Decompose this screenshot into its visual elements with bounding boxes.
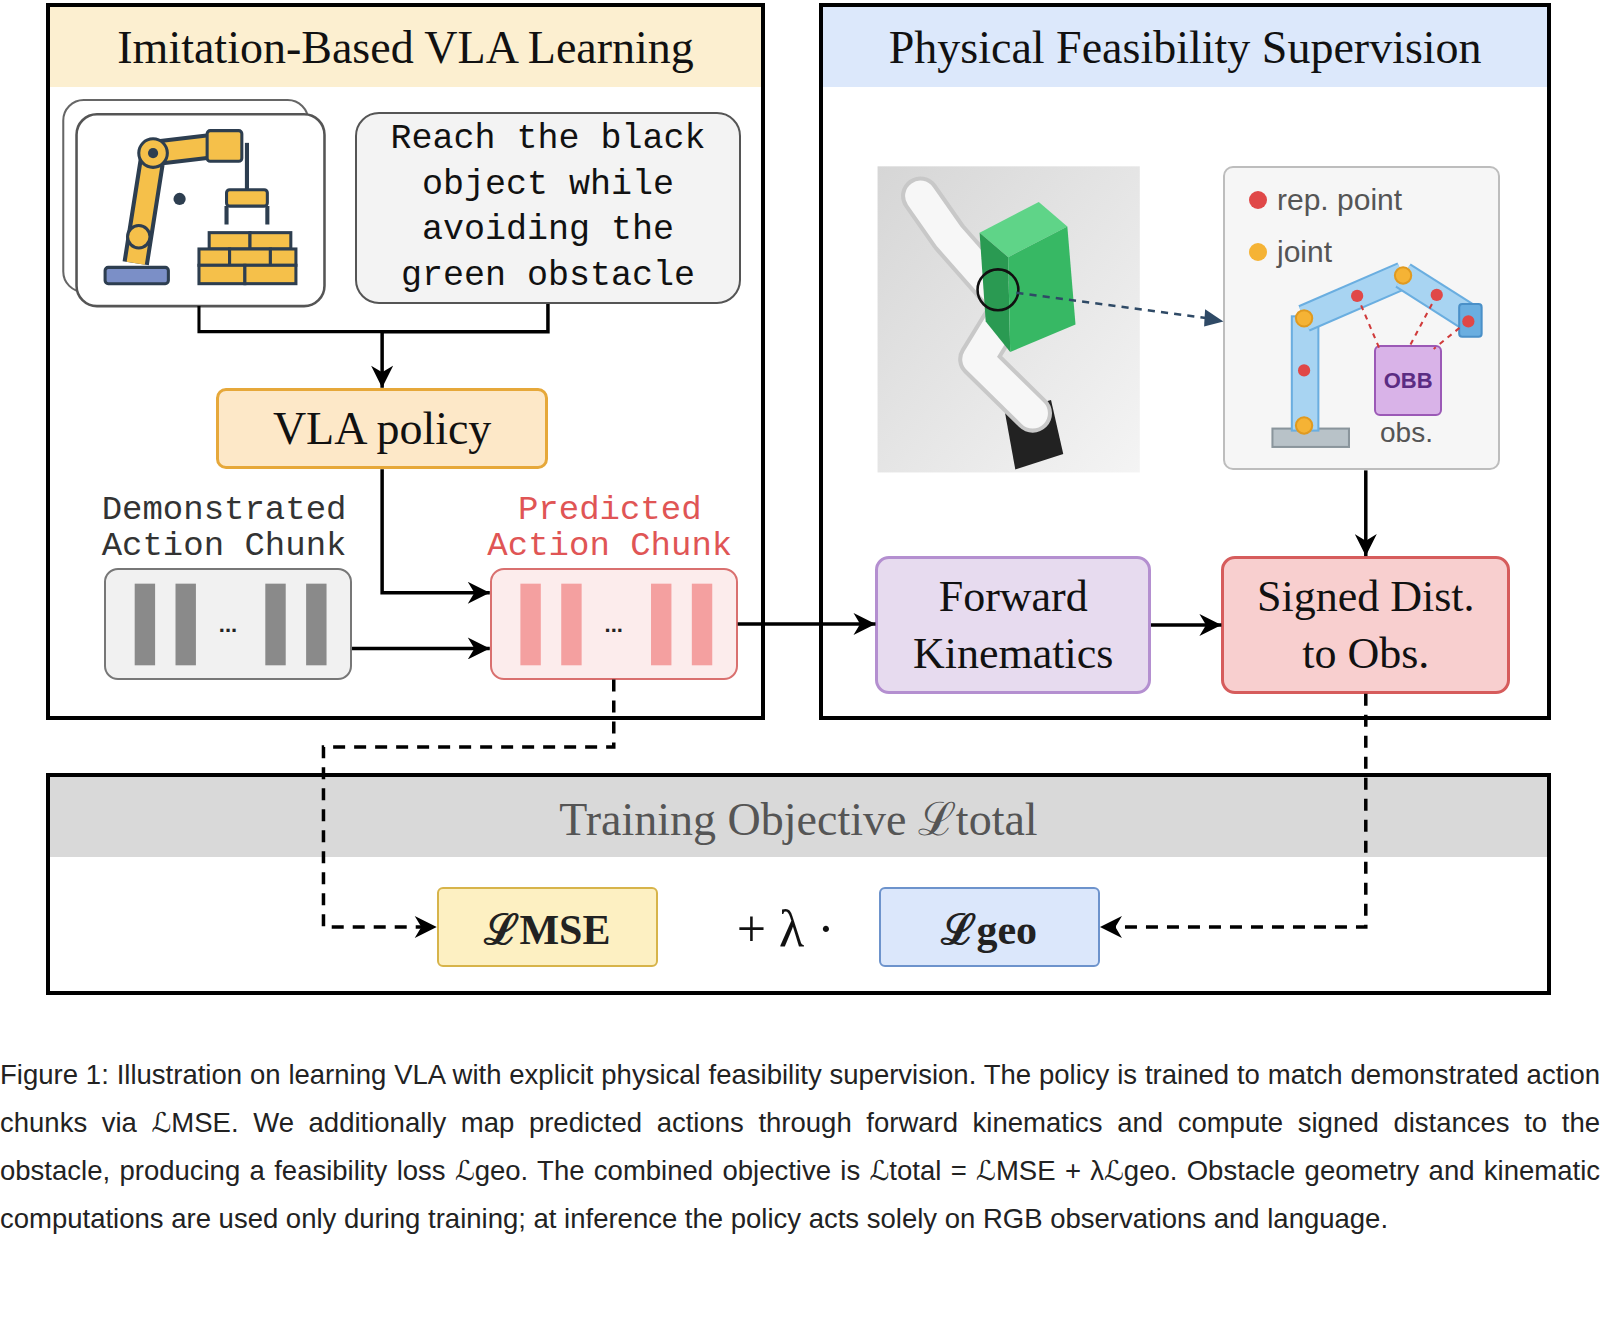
- panel: Physical Feasibility Supervision obs. OBB F…: [819, 3, 1551, 720]
- ellipsis: ...: [492, 612, 736, 637]
- robot-wrist: [207, 131, 242, 162]
- chunk-heading: Demonstrated Action Chunk: [84, 493, 364, 564]
- highlight-circle: [978, 269, 1019, 310]
- legend-row: rep. point: [1249, 182, 1402, 218]
- brick: [245, 265, 296, 283]
- robot-joint: [139, 139, 168, 168]
- zoom-pointer-head: [1204, 309, 1223, 326]
- instruction-text: Reach the black object while avoiding th…: [383, 117, 713, 299]
- legend-text: rep. point: [1277, 183, 1402, 217]
- policy-label: VLA policy: [273, 402, 491, 455]
- robot-arm-outline: [136, 146, 215, 263]
- action-chunk-box: Demonstrated Action Chunk...: [104, 568, 352, 679]
- obstacle-top: [980, 202, 1068, 257]
- legend-text: joint: [1277, 235, 1332, 269]
- process-box: Forward Kinematics: [875, 556, 1151, 694]
- robot-arm-3d: [920, 196, 1032, 413]
- obb-label: OBB: [1384, 368, 1433, 394]
- process-box: Signed Dist. to Obs.: [1221, 556, 1510, 694]
- robot-base: [105, 267, 168, 283]
- flow-arrow: [738, 622, 876, 626]
- obb-box: OBB: [1374, 345, 1441, 416]
- action-chunk-box: Predicted Action Chunk...: [490, 568, 738, 679]
- robot-tool: [245, 143, 249, 190]
- panel: Imitation-Based VLA LearningReach the bl…: [46, 3, 765, 720]
- robot-arm: [136, 146, 215, 263]
- legend-swatch: [1249, 243, 1267, 261]
- flow-arrow: [1151, 623, 1221, 627]
- robot-joint: [128, 226, 150, 248]
- flow-arrow: [382, 304, 548, 388]
- icon-card-back: [63, 100, 308, 292]
- legend-swatch: [1249, 191, 1267, 209]
- process-label: Signed Dist. to Obs.: [1234, 568, 1497, 682]
- flow-arrow: [382, 469, 490, 592]
- robot-gripper: [227, 190, 268, 206]
- icon-card: [77, 114, 325, 306]
- objective-panel: Training Objective ℒtotalℒMSE ℒgeo: [46, 773, 1551, 994]
- ellipsis: ...: [106, 612, 350, 637]
- target-object: [1005, 400, 1063, 469]
- brick: [250, 233, 291, 249]
- loss-box: ℒMSE: [437, 887, 658, 968]
- policy-box: VLA policy: [216, 388, 548, 470]
- panel-title: Training Objective ℒtotal: [50, 777, 1547, 857]
- figure-caption: Figure 1: Illustration on learning VLA w…: [0, 1051, 1600, 1243]
- loss-label: ℒMSE: [484, 899, 610, 956]
- obstacle-label: obs.: [1366, 417, 1446, 449]
- panel-title: Imitation-Based VLA Learning: [50, 7, 761, 87]
- instruction-box: Reach the black object while avoiding th…: [355, 112, 741, 304]
- process-label: Forward Kinematics: [888, 568, 1138, 682]
- robot-gripper-fingers: [227, 206, 268, 224]
- legend-row: joint: [1249, 234, 1332, 270]
- loss-box: ℒgeo: [879, 887, 1100, 968]
- robot-joint-center: [148, 148, 158, 158]
- robot-bolt: [173, 193, 185, 205]
- brick: [199, 249, 230, 265]
- chunk-heading: Predicted Action Chunk: [470, 493, 750, 564]
- flow-arrow: [352, 647, 490, 651]
- brick: [199, 265, 245, 283]
- robot-arm-shadow: [920, 196, 1032, 413]
- merge-line: [199, 306, 382, 332]
- operator-label: + λ ·: [704, 897, 867, 961]
- brick: [230, 249, 271, 265]
- zoom-pointer: [1016, 293, 1208, 319]
- obstacle-front: [1008, 227, 1075, 353]
- simulation-photo: [878, 166, 1140, 472]
- obstacle-side: [980, 233, 1011, 352]
- flow-arrow: [1364, 470, 1368, 556]
- brick: [209, 233, 250, 249]
- panel-title: Physical Feasibility Supervision: [823, 7, 1547, 87]
- loss-label: ℒgeo: [941, 899, 1037, 956]
- brick: [270, 249, 296, 265]
